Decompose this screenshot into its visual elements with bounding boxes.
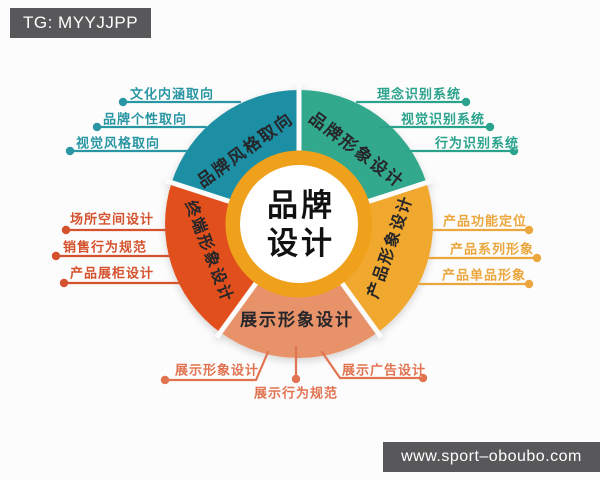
- item-label-display-image: 展示形象设计: [174, 362, 260, 378]
- leader-lines-terminal-image: [54, 228, 182, 285]
- item-label-culture-orientation: 文化内涵取向: [129, 86, 215, 102]
- item-label-personality-orientation: 品牌个性取向: [102, 111, 188, 127]
- segment-dividers: [165, 84, 433, 339]
- website-watermark: www.sport–oboubo.com: [383, 442, 600, 472]
- hub-center: [240, 165, 358, 283]
- connector-dots-brand-style: [65, 97, 128, 156]
- segment-brand-style-orientation: [171, 90, 299, 202]
- leader-lines-display-image: [163, 345, 425, 382]
- center-title-line2: 设计: [267, 226, 335, 261]
- segment-display-image-design: [220, 283, 378, 359]
- telegram-watermark: TG: MYYJJPP: [10, 8, 151, 38]
- item-label-concept-identity: 理念识别系统: [376, 86, 462, 102]
- item-label-product-function: 产品功能定位: [442, 213, 528, 229]
- item-label-visual-style-orientation: 视觉风格取向: [75, 135, 161, 151]
- item-label-display-behavior: 展示行为规范: [253, 385, 339, 401]
- item-label-sales-behavior: 销售行为规范: [62, 239, 148, 255]
- leader-lines-product-image: [418, 228, 539, 286]
- segment-product-image-design: [341, 182, 433, 333]
- center-title-line1: 品牌: [267, 188, 335, 223]
- segment-brand-image-design: [299, 90, 427, 202]
- leader-lines-brand-image: [355, 100, 516, 153]
- segment-label-display-image-design: 展示形象设计: [240, 309, 354, 329]
- item-label-space-design: 场所空间设计: [69, 211, 155, 227]
- connector-dots-brand-image: [461, 97, 519, 156]
- connector-dots-terminal-image: [51, 225, 71, 288]
- connector-dots-display-image: [160, 373, 428, 385]
- item-label-visual-identity: 视觉识别系统: [400, 111, 486, 127]
- item-label-display-ad: 展示广告设计: [341, 362, 427, 378]
- segment-terminal-image-design: [165, 182, 257, 333]
- item-label-product-series: 产品系列形象: [449, 241, 535, 257]
- item-label-behavior-identity: 行为识别系统: [434, 135, 520, 151]
- leader-lines-brand-style: [68, 100, 242, 153]
- center-title: 品牌 设计: [267, 188, 335, 261]
- connector-dots-product-image: [524, 225, 542, 289]
- item-label-display-cabinet: 产品展柜设计: [69, 265, 155, 281]
- item-label-product-single: 产品单品形象: [441, 267, 527, 283]
